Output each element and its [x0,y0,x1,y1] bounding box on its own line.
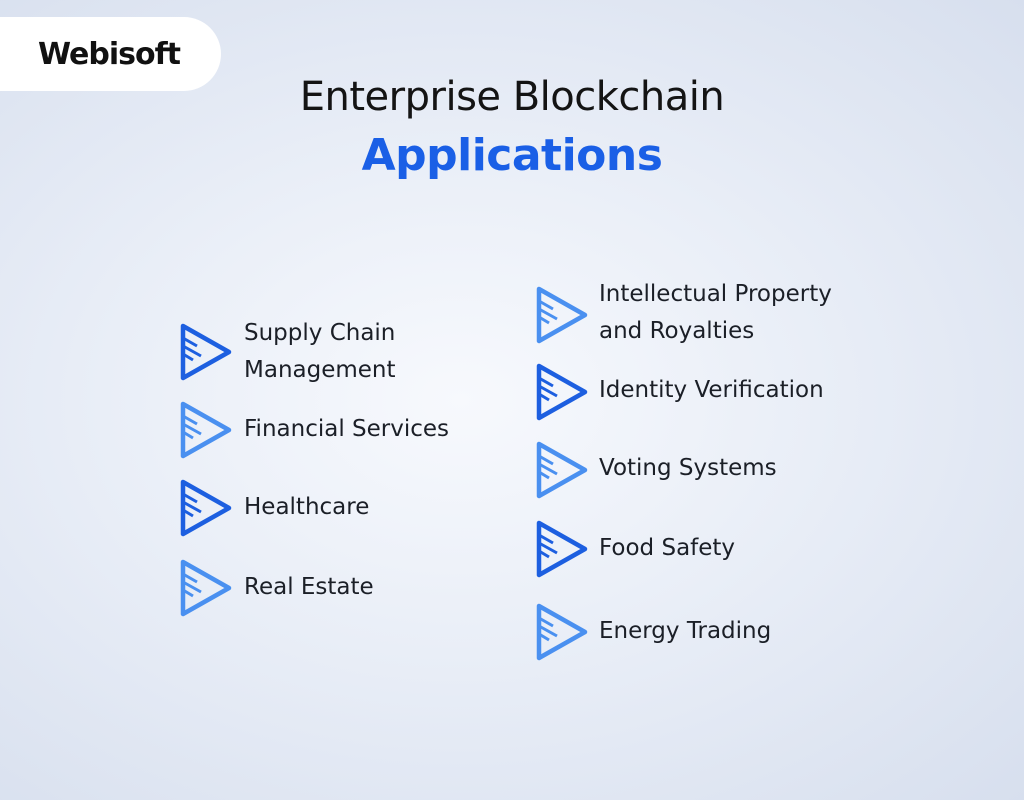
light-triangle-icon [179,558,233,618]
item-label: Financial Services [244,416,450,442]
dark-triangle-icon [179,478,233,538]
light-triangle-icon [535,285,589,345]
item-label: Energy Trading [599,618,772,644]
logo-text: Webisoft [38,36,181,72]
page-title-highlight: Applications [361,130,663,181]
light-triangle-icon [535,440,589,500]
logo-badge[interactable]: Webisoft [0,17,221,91]
item-label: Voting Systems [599,455,777,481]
light-triangle-icon [179,400,233,460]
item-label: Food Safety [599,535,736,561]
dark-triangle-icon [535,519,589,579]
dark-triangle-icon [179,322,233,382]
item-label: Real Estate [244,574,374,600]
dark-triangle-icon [535,362,589,422]
page-title: Enterprise Blockchain [299,74,725,120]
light-triangle-icon [535,602,589,662]
item-label: Identity Verification [599,377,824,403]
item-label: Healthcare [244,494,370,520]
